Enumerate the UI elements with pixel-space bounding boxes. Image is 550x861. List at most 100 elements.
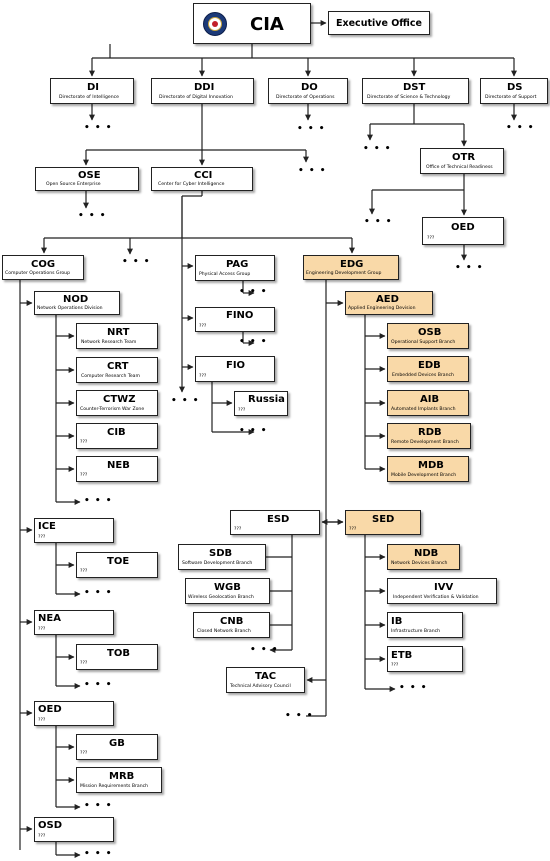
di-full: Directorate of Intelligence: [59, 95, 119, 100]
cib-full: ???: [80, 440, 88, 445]
osd-full: ???: [38, 834, 46, 839]
osb-abbr: OSB: [418, 327, 442, 338]
ctwz-box: CTWZ Counter-Terrorism War Zone: [76, 390, 158, 416]
sdb-full: Software Development Branch: [182, 561, 253, 566]
osb-full: Operational Support Branch: [391, 340, 456, 345]
toe-abbr: TOE: [107, 556, 130, 567]
fio-abbr: FIO: [226, 360, 246, 371]
sed-abbr: SED: [372, 514, 395, 525]
aed-box: AED Applied Engineering Devision: [345, 291, 433, 315]
russia-box: Russia ???: [234, 391, 288, 416]
ellipsis-esd: • • •: [250, 645, 279, 655]
ellipsis-otr: • • •: [364, 217, 393, 227]
mrb-box: MRB Mission Requirements Branch: [76, 767, 162, 793]
cnb-full: Closed Network Branch: [197, 629, 251, 634]
do-full: Directorate of Operations: [276, 95, 335, 100]
aib-full: Automated Implants Branch: [391, 407, 456, 412]
ndb-abbr: NDB: [414, 548, 439, 559]
ds-full: Directorate of Support: [485, 95, 537, 100]
tac-abbr: TAC: [255, 671, 277, 682]
ellipsis-sed: • • •: [399, 683, 428, 693]
cia-box: CIA: [193, 3, 311, 44]
rdb-abbr: RDB: [418, 427, 442, 438]
pag-abbr: PAG: [226, 259, 249, 270]
di-abbr: DI: [87, 82, 100, 93]
gb-abbr: GB: [109, 738, 125, 749]
oed-top-full: ???: [427, 236, 435, 241]
osd-abbr: OSD: [38, 820, 63, 831]
esd-box: ESD ???: [230, 510, 320, 535]
nod-box: NOD Network Operations Division: [34, 291, 120, 315]
otr-full: Office of Technical Readiness: [426, 165, 493, 170]
ellipsis-ddi: • • •: [298, 166, 327, 176]
esd-full: ???: [234, 527, 242, 532]
fino-abbr: FINO: [226, 310, 254, 321]
ellipsis-oed: • • •: [84, 801, 113, 811]
tob-box: TOB ???: [76, 644, 158, 670]
ds-abbr: DS: [507, 82, 523, 93]
cia-seal-icon: [203, 12, 227, 36]
do-box: DO Directorate of Operations: [268, 78, 348, 104]
dst-box: DST Directorate of Science & Technology: [362, 78, 469, 104]
ellipsis-cci-bottom: • • •: [171, 396, 200, 406]
neb-full: ???: [80, 473, 88, 478]
mdb-full: Mobile Development Branch: [391, 473, 457, 478]
gb-box: GB ???: [76, 734, 158, 760]
cnb-abbr: CNB: [220, 616, 244, 627]
nea-abbr: NEA: [38, 613, 61, 624]
aed-full: Applied Engineering Devision: [348, 306, 416, 311]
etb-box: ETB ???: [387, 646, 463, 672]
ellipsis-ice: • • •: [84, 588, 113, 598]
edg-box: EDG Engineering Development Group: [303, 255, 399, 280]
ddi-full: Directorate of Digital Innovation: [159, 95, 233, 100]
dst-full: Directorate of Science & Technology: [367, 95, 451, 100]
ellipsis-dst: • • •: [363, 144, 392, 154]
executive-office-label: Executive Office: [336, 18, 422, 29]
cia-label: CIA: [250, 14, 284, 35]
cnb-box: CNB Closed Network Branch: [193, 612, 270, 638]
sdb-abbr: SDB: [209, 548, 233, 559]
ellipsis-do: • • •: [297, 124, 326, 134]
toe-full: ???: [80, 569, 88, 574]
nrt-abbr: NRT: [107, 327, 130, 338]
wgb-box: WGB Wireless Geolocation Branch: [185, 578, 270, 604]
tob-abbr: TOB: [107, 648, 130, 659]
ivv-box: IVV Independent Verification & Validatio…: [387, 578, 497, 604]
do-abbr: DO: [301, 82, 318, 93]
nrt-full: Network Research Team: [81, 340, 137, 345]
ose-box: OSE Open Source Enterprise: [35, 167, 139, 191]
oed-abbr: OED: [38, 704, 62, 715]
oed-box: OED ???: [34, 701, 114, 726]
ellipsis-edg: • • •: [285, 711, 314, 721]
sdb-box: SDB Software Development Branch: [178, 544, 266, 570]
ellipsis-fio: • • •: [239, 426, 268, 436]
ose-abbr: OSE: [78, 170, 101, 181]
ctwz-full: Counter-Terrorism War Zone: [80, 407, 145, 412]
otr-box: OTR Office of Technical Readiness: [420, 148, 504, 174]
fino-full: ???: [199, 324, 207, 329]
fio-box: FIO ???: [195, 356, 275, 382]
ellipsis-di: • • •: [84, 123, 113, 133]
oed-full: ???: [38, 718, 46, 723]
aib-abbr: AIB: [420, 394, 440, 405]
tac-box: TAC Technical Advisory Council: [226, 667, 305, 693]
nod-abbr: NOD: [63, 294, 89, 305]
tac-full: Technical Advisory Council: [230, 684, 291, 689]
mdb-box: MDB Mobile Development Branch: [387, 456, 469, 482]
tob-full: ???: [80, 661, 88, 666]
ib-full: Infrastructure Branch: [391, 629, 441, 634]
osd-box: OSD ???: [34, 817, 114, 842]
ellipsis-ose: • • •: [78, 211, 107, 221]
ellipsis-oed-top: • • •: [455, 263, 484, 273]
cog-abbr: COG: [31, 259, 56, 270]
ice-abbr: ICE: [38, 521, 56, 532]
oed-top-abbr: OED: [451, 222, 475, 233]
nod-full: Network Operations Division: [37, 306, 103, 311]
ib-abbr: IB: [391, 616, 403, 627]
nea-full: ???: [38, 627, 46, 632]
edb-box: EDB Embedded Devices Branch: [387, 356, 469, 382]
ice-box: ICE ???: [34, 518, 114, 543]
ctwz-abbr: CTWZ: [103, 394, 136, 405]
cog-box: COG Computer Operations Group: [2, 255, 84, 280]
